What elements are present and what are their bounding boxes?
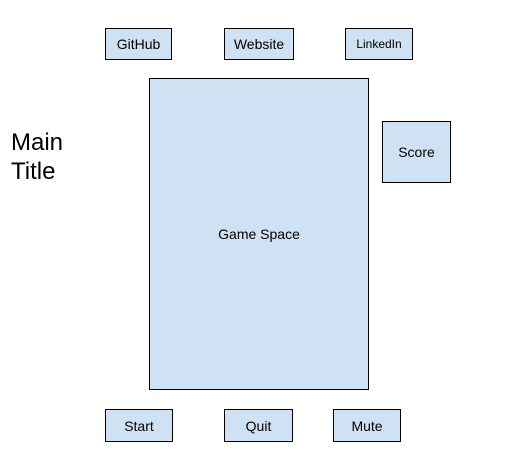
score-box: Score: [382, 121, 451, 183]
game-space[interactable]: Game Space: [149, 78, 369, 390]
mute-button[interactable]: Mute: [333, 409, 401, 442]
start-button[interactable]: Start: [105, 409, 173, 442]
main-title-line-1: Main: [11, 129, 64, 156]
quit-button[interactable]: Quit: [224, 409, 293, 442]
github-button[interactable]: GitHub: [105, 28, 172, 60]
linkedin-button[interactable]: LinkedIn: [345, 28, 413, 60]
website-button[interactable]: Website: [224, 28, 294, 60]
main-title: Main Title: [11, 128, 101, 186]
main-title-line-2: Title: [11, 158, 56, 185]
